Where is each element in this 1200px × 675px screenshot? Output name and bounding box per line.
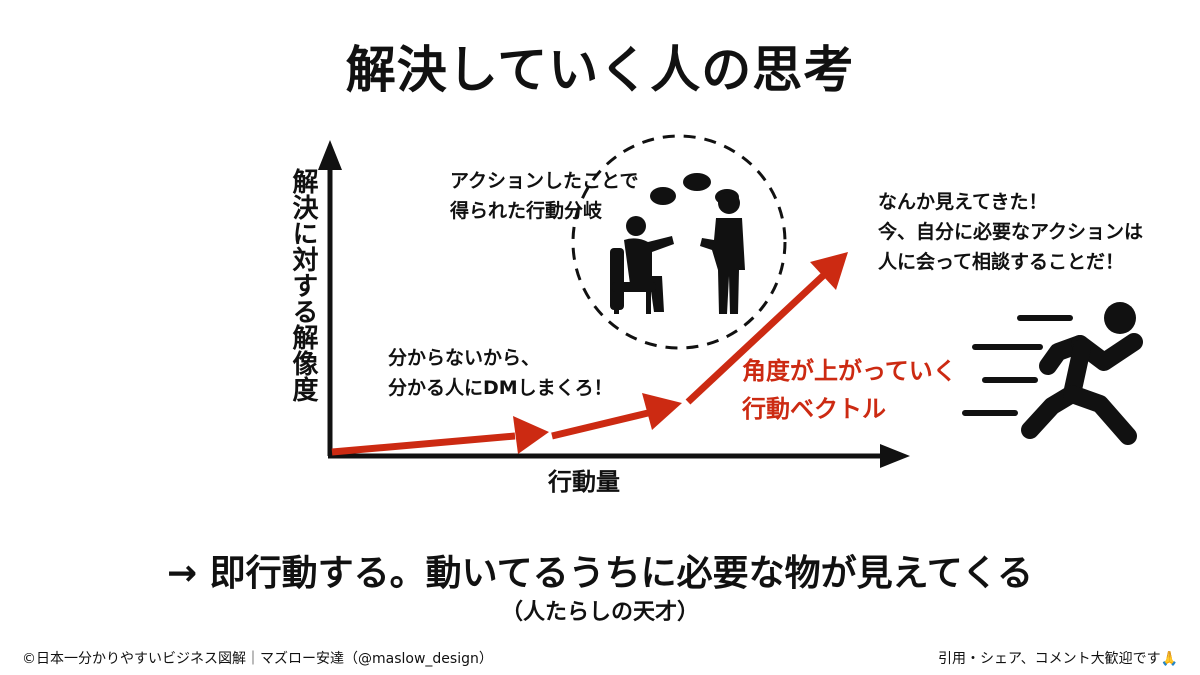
vector-segment-2 <box>551 409 649 440</box>
speed-lines <box>962 315 1073 416</box>
chair-leg <box>646 292 651 314</box>
runner-body <box>1021 333 1143 445</box>
seated-person-body <box>624 236 674 312</box>
standing-person-body <box>700 218 745 314</box>
x-axis-arrowhead <box>880 444 910 468</box>
consultation-icon <box>610 173 745 314</box>
speech-bubble-icon <box>650 187 676 205</box>
vector-arrowhead-2 <box>642 393 682 430</box>
vector-angle-note: 角度が上がっていく 行動ベクトル <box>742 357 957 423</box>
standing-person-head <box>718 192 740 214</box>
speech-bubble-icon <box>683 173 711 191</box>
subtitle-text: （人たらしの天才） <box>500 600 699 625</box>
x-axis-label: 行動量 <box>548 468 620 496</box>
realization-note: なんか見えてきた！ 今、自分に必要なアクションは 人に会って相談することだ！ <box>878 191 1144 273</box>
action-vectors <box>331 252 848 456</box>
vector-arrowhead-1 <box>513 416 549 454</box>
branch-note: アクションしたことで 得られた行動分岐 <box>450 170 639 222</box>
dm-note: 分からないから、 分かる人にDMしまくろ！ <box>388 347 613 399</box>
seated-person-head <box>626 216 646 236</box>
footer-credit: ©日本一分かりやすいビジネス図解｜マズロー安達（@maslow_design） <box>22 651 493 667</box>
conclusion-text: → 即行動する。動いてるうちに必要な物が見えてくる <box>166 553 1034 594</box>
vector-arrowhead-3 <box>810 252 848 290</box>
axes <box>318 140 910 468</box>
chair-back <box>610 248 624 310</box>
y-axis-label: 解決に対する解像度 <box>288 168 318 402</box>
dashed-circle <box>571 134 787 350</box>
vector-segment-3 <box>685 270 829 405</box>
chair-leg <box>614 292 619 314</box>
runner-head <box>1104 302 1136 334</box>
vector-segment-1 <box>331 432 516 456</box>
running-person-icon <box>962 302 1143 445</box>
y-axis-arrowhead <box>318 140 342 170</box>
chair-seat <box>612 282 656 292</box>
footer-share-note: 引用・シェア、コメント大歓迎です🙏 <box>937 651 1178 667</box>
page-title: 解決していく人の思考 <box>345 41 855 99</box>
